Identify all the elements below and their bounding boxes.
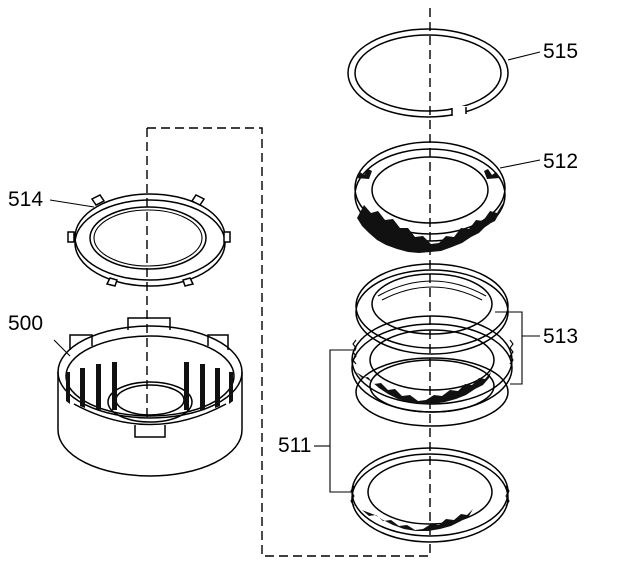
leader-514	[49, 199, 95, 208]
leader-515	[507, 51, 541, 61]
label-512: 512	[543, 150, 578, 173]
drum-500	[57, 317, 243, 477]
callout-labels: 515 512 514 500 513 511	[8, 40, 578, 457]
leader-500	[53, 339, 71, 357]
leader-lines	[49, 51, 541, 493]
bracket-511	[329, 349, 356, 493]
label-511: 511	[278, 434, 311, 457]
plate-512	[354, 141, 506, 253]
assembly-route-line	[147, 127, 431, 557]
label-514: 514	[8, 188, 43, 211]
bracket-513	[495, 311, 523, 385]
label-513: 513	[543, 325, 578, 348]
snap-ring-515	[347, 28, 509, 118]
plate-514	[67, 193, 231, 287]
plate-set-513	[351, 263, 514, 427]
label-500: 500	[8, 312, 43, 335]
leader-512	[499, 159, 541, 169]
label-515: 515	[543, 40, 578, 63]
